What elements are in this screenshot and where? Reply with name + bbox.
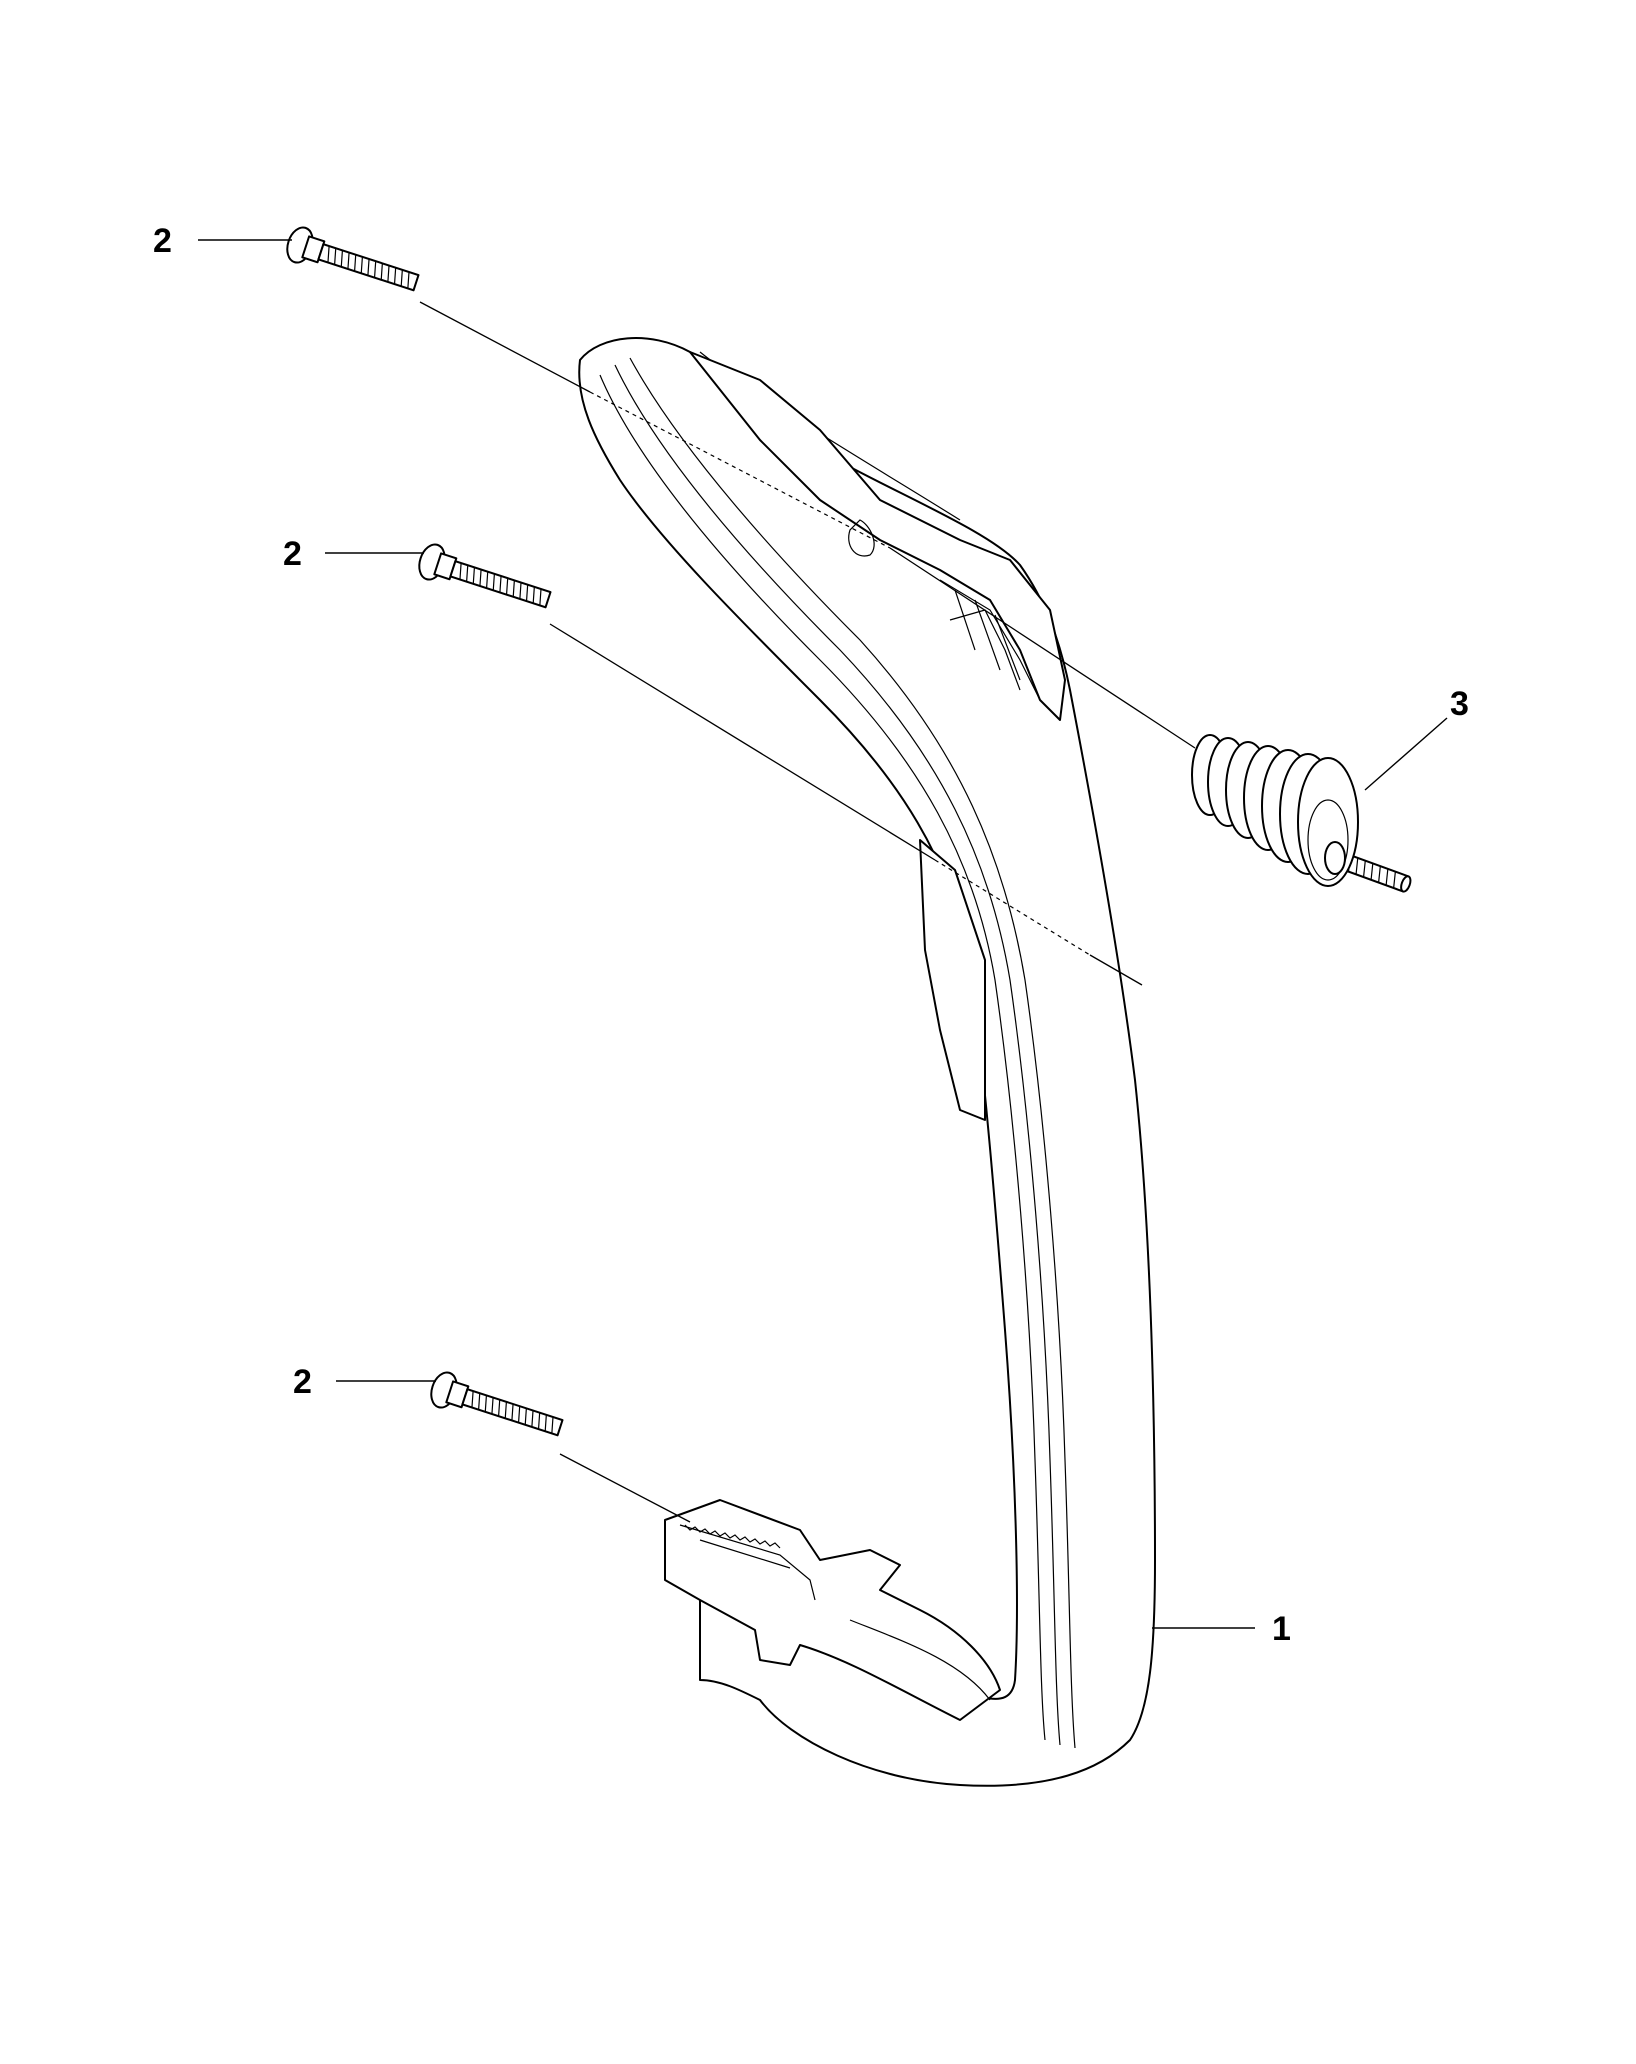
leader-line-3 [1364,717,1448,791]
callout-number-3: 3 [1450,685,1469,723]
screw-bottom [430,1371,564,1437]
assembly-line-screw-top-hidden [589,391,891,549]
screw-top [286,226,420,292]
callout-number-2-middle: 2 [283,535,302,573]
assembly-line-screw-mid-exit [1089,954,1143,986]
screw-middle [418,543,552,609]
assembly-line-screw-bottom [559,1453,691,1523]
callout-2-middle: 2 [283,535,424,573]
callout-number-1: 1 [1272,1610,1291,1648]
callout-3: 3 [1364,685,1469,791]
callout-number-2-top: 2 [153,222,172,260]
callout-2-top: 2 [153,222,292,260]
callout-2-bottom: 2 [293,1363,436,1401]
assembly-line-screw-mid-hidden [934,859,1091,956]
assembly-line-screw-mid [549,623,936,861]
assembly-lines [419,301,1196,1523]
front-handle [578,337,1156,1787]
callout-1: 1 [1152,1610,1291,1648]
assembly-line-screw-top [419,301,591,393]
anti-vibration-spring [1191,734,1412,893]
callout-number-2-bottom: 2 [293,1363,312,1401]
assembly-line-to-spring [889,547,1196,749]
